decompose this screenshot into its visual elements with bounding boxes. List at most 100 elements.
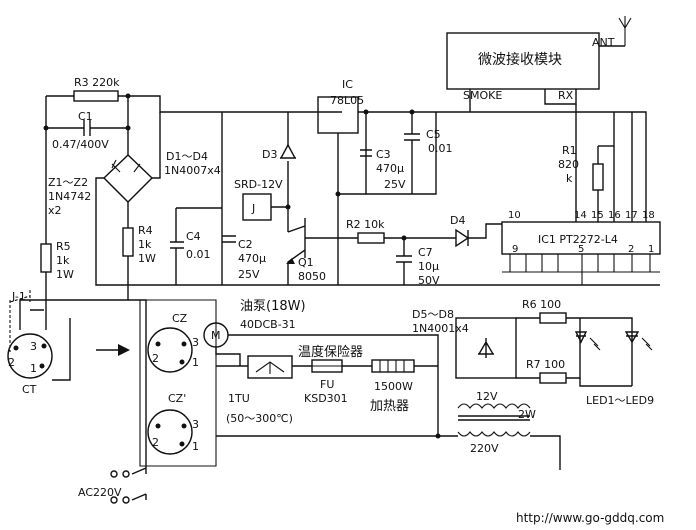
r1-name: R1 (562, 144, 577, 157)
r4-v2: 1W (138, 252, 156, 265)
module-title: 微波接收模块 (478, 51, 562, 68)
r5-v2: 1W (56, 268, 74, 281)
c7-v2: 50V (418, 274, 440, 287)
ct-pin3: 3 (30, 340, 37, 353)
module-box (446, 32, 600, 90)
heater-name: 加热器 (370, 399, 409, 414)
fuse-part: KSD301 (304, 392, 348, 405)
bridge-rectifier-d5-d8: D5～D8 1N4001x4 (412, 308, 540, 379)
cz-pin3: 3 (192, 336, 199, 349)
resistor-r5: R5 1k 1W (40, 240, 74, 281)
r2-label: R2 10k (346, 218, 385, 231)
cz2-pin3: 3 (192, 418, 199, 431)
bridge-rectifier-d1-d4: D1～D4 1N4007x4 (102, 112, 221, 203)
c4-value: 0.01 (186, 248, 211, 261)
cz2-label: CZ' (168, 392, 186, 405)
z1-z2-label: Z1～Z2 (48, 176, 88, 189)
bridge-negative-wire (95, 177, 260, 286)
capacitor-c1: C1 0.47/400V (46, 110, 128, 151)
oil-pump: 油泵(18W) 40DCB-31 M (203, 299, 439, 436)
relay-coil: J (251, 202, 255, 215)
r6-label: R6 100 (522, 298, 561, 311)
pri-voltage: 220V (470, 442, 499, 455)
motor-symbol: M (211, 329, 221, 342)
resistor-r1: R1 820 k (558, 144, 614, 191)
capacitor-c5: C5 0.01 (404, 112, 453, 194)
resistor-r2: R2 10k (340, 218, 452, 244)
capacitor-c3: C3 470μ 25V (360, 148, 406, 191)
ic-part: 78L05 (330, 94, 364, 107)
power-rating: 2W (518, 408, 536, 421)
pump-model: 40DCB-31 (240, 318, 296, 331)
tu-name: 1TU (228, 392, 250, 405)
ic-label: IC (342, 78, 353, 91)
c1-value: 0.47/400V (52, 138, 109, 151)
pump-title: 油泵(18W) (240, 299, 306, 314)
ic1-pin-5: 5 (578, 244, 584, 255)
cz-label: CZ (172, 312, 188, 325)
d5-d8-part: 1N4001x4 (412, 322, 469, 335)
r5-v1: 1k (56, 254, 70, 267)
z-part: 1N4742 (48, 190, 91, 203)
thermostat-1tu: 1TU (50～300℃) (216, 355, 312, 425)
socket-box (139, 299, 217, 467)
diode-d4: D4 (450, 214, 510, 248)
c3-v1: 470μ (376, 162, 404, 175)
ic1-pin-1: 1 (648, 244, 654, 255)
d1-d4-label: D1～D4 (166, 150, 208, 163)
r4-name: R4 (138, 224, 153, 237)
c3-c5-frame (365, 112, 437, 195)
j1-label: J-1 (11, 290, 26, 303)
ic1-pin-14: 14 (574, 210, 587, 221)
r4-v1: 1k (138, 238, 152, 251)
ic1-pin-9: 9 (512, 244, 518, 255)
ct-label: CT (22, 383, 37, 396)
fuse-name: FU (320, 378, 334, 391)
d5-d8-label: D5～D8 (412, 308, 454, 321)
cz-pin2: 2 (152, 352, 159, 365)
fuse-ksd301: 温度保险器 FU KSD301 (298, 344, 372, 405)
relay-srd-12v: SRD-12V J (234, 178, 288, 221)
ic1-pin-10: 10 (508, 210, 521, 221)
tu-range: (50～300℃) (226, 412, 293, 425)
diode-d3: D3 (262, 112, 297, 232)
microwave-receiver-module: 微波接收模块 ANT SMOKE RX (446, 16, 632, 105)
smoke-label: SMOKE (463, 89, 502, 102)
d1-d4-part: 1N4007x4 (164, 164, 221, 177)
socket-cz: CZ 2 3 1 (147, 312, 199, 373)
ct-pin2: 2 (8, 356, 15, 369)
r1-value: 820 (558, 158, 579, 171)
led-array: LED1～LED9 (574, 331, 654, 407)
relay-name: SRD-12V (234, 178, 283, 191)
q1-part: 8050 (298, 270, 326, 283)
ic1-pt2272: IC1 PT2272-L4 10 14 15 16 17 18 9 5 2 1 (501, 104, 661, 285)
ic1-pin-2: 2 (628, 244, 634, 255)
c3-name: C3 (376, 148, 391, 161)
sec-voltage: 12V (476, 390, 498, 403)
ant-label: ANT (592, 36, 615, 49)
antenna-icon (599, 16, 632, 47)
rx-pin-wire (544, 89, 577, 105)
ic1-label: IC1 PT2272-L4 (538, 233, 618, 246)
rx-label: RX (558, 89, 574, 102)
led-label: LED1～LED9 (586, 394, 654, 407)
socket-cz2: CZ' 2 3 1 (147, 392, 199, 455)
r3-label: R3 220k (74, 76, 120, 89)
watermark: http://www.go-gddq.com (516, 511, 664, 525)
c5-value: 0.01 (428, 142, 453, 155)
c5-name: C5 (426, 128, 441, 141)
r5-name: R5 (56, 240, 71, 253)
resistor-r6: R6 100 (522, 298, 633, 386)
cz2-pin1: 1 (192, 440, 199, 453)
heater-power: 1500W (374, 380, 413, 393)
d3-label: D3 (262, 148, 277, 161)
capacitor-c2: C2 470μ 25V (222, 235, 266, 281)
transformer: 12V 2W 220V (438, 390, 561, 470)
heater-1500w: 1500W 加热器 (370, 359, 438, 414)
ct-pin1: 1 (30, 362, 37, 375)
q1-name: Q1 (298, 256, 314, 269)
ac-input: AC220V (78, 467, 147, 504)
arrow-icon (96, 344, 130, 356)
plug-ct: 2 3 1 CT (7, 330, 71, 396)
